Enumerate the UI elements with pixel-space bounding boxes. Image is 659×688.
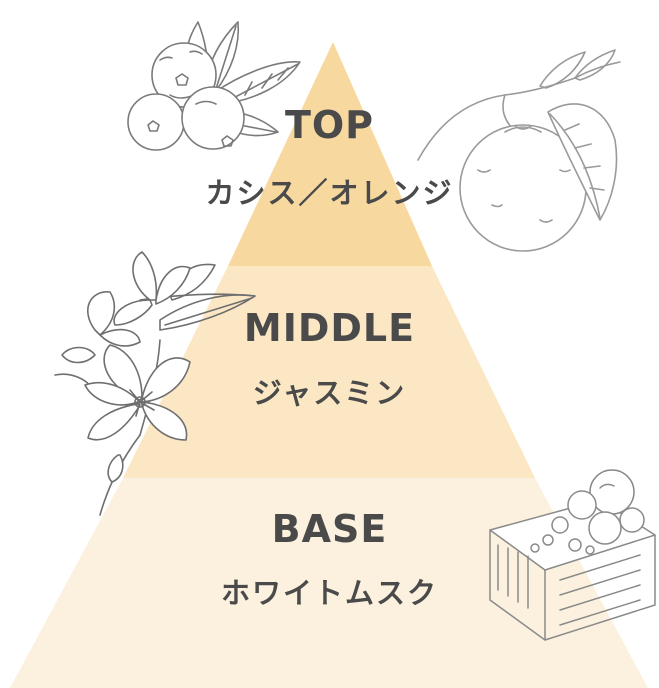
jasmine-illustration xyxy=(54,251,256,516)
musk-illustration xyxy=(489,469,656,641)
pyramid-tier-top xyxy=(228,42,432,266)
tier-base-notes: ホワイトムスク xyxy=(220,576,438,610)
blackcurrant-illustration xyxy=(127,21,301,151)
pyramid-tier-base xyxy=(10,478,648,688)
pyramid-tier-middle xyxy=(123,266,535,478)
tier-middle-notes: ジャスミン xyxy=(252,376,407,410)
orange-illustration xyxy=(417,49,621,252)
tier-top-notes: カシス／オレンジ xyxy=(205,176,454,210)
tier-top-label: TOP xyxy=(284,103,375,147)
tier-base-label: BASE xyxy=(271,507,388,551)
tier-middle-label: MIDDLE xyxy=(243,306,416,350)
